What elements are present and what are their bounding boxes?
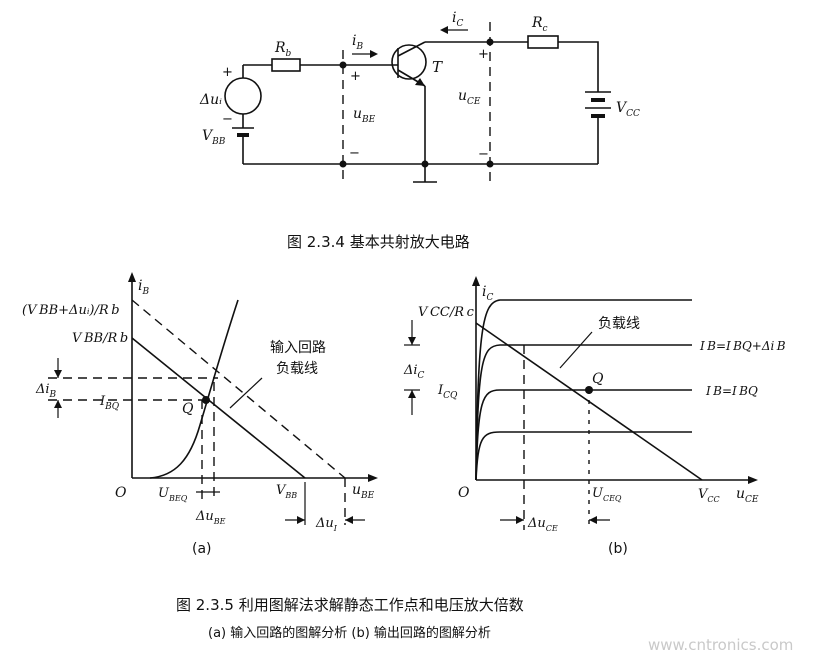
label-delta-ui: Δuᵢ: [199, 92, 222, 108]
signal-source-delta-ui: [224, 77, 262, 115]
graph-b-icq-label: ICQ: [437, 383, 458, 401]
graph-a-origin: O: [115, 485, 127, 501]
graph-b-curve-4: [475, 431, 692, 481]
figure-235-subcaption: (a) 输入回路的图解分析 (b) 输出回路的图解分析: [208, 625, 491, 641]
figure-234-caption: 图 2.3.4 基本共射放大电路: [287, 233, 470, 251]
graph-a-y-label: iB: [138, 278, 149, 297]
graph-a-label-top: (V BB+Δuᵢ)/R b: [22, 303, 120, 318]
graph-a-vbb-label: VBB: [276, 483, 297, 500]
graph-b-delta-ic-label: ΔiC: [403, 363, 425, 381]
graph-a-ibq-label: IBQ: [99, 394, 120, 412]
graph-b-output-loop: iC uCE O V CC/R c ΔiC ICQ Q 负载线 I B=I BQ…: [403, 276, 786, 557]
graph-a-delta-ib-arrow-icon-bottom: [54, 400, 62, 408]
graph-b-q-label: Q: [592, 371, 604, 387]
label-vcc: VCC: [616, 100, 640, 119]
graph-a-delta-ui-arrow-icon-left: [297, 516, 305, 524]
graph-b-y-arrow-icon: [472, 276, 480, 286]
graph-a-label-mid: V BB/R b: [72, 331, 128, 346]
label-ic: iC: [452, 10, 463, 29]
graph-a-input-loop: iB uBE O (V BB+Δuᵢ)/R b V BB/R b ΔiB IBQ…: [22, 272, 378, 557]
circuit-diagram: Δuᵢ + − VBB Rb iB + − uBE T iC Rc uCE + …: [199, 10, 640, 185]
graph-b-load-line-leader: [559, 331, 593, 369]
graph-b-ib-top-label: I B=I BQ+Δi B: [699, 339, 786, 353]
graph-a-annotation-line1: 输入回路: [270, 340, 326, 356]
graph-a-annotation-line2: 负载线: [276, 361, 318, 377]
graph-a-input-characteristic: [149, 299, 239, 479]
label-ube-plus: +: [350, 69, 361, 84]
graph-a-shifted-load-line: [131, 299, 346, 479]
label-transistor: T: [432, 58, 443, 76]
graph-a-delta-ui-arrow-icon-right: [345, 516, 353, 524]
graph-a-delta-ib-label: ΔiB: [35, 382, 57, 400]
graph-b-x-arrow-icon: [748, 476, 758, 484]
emitter-arrow-icon: [415, 78, 425, 86]
label-uce-minus: −: [478, 147, 489, 162]
graph-a-x-label: uBE: [352, 482, 375, 501]
graph-a-q-label: Q: [182, 401, 194, 417]
label-source-minus: −: [222, 112, 233, 127]
transistor-collector-lead: [397, 41, 426, 57]
graph-b-uceq-label: UCEQ: [592, 486, 622, 503]
label-ube: uBE: [353, 106, 376, 125]
wire-rc-to-vcc: [558, 41, 599, 92]
graph-b-panel-label: (b): [608, 541, 628, 557]
resistor-rb: [271, 58, 301, 72]
graph-b-delta-ic-arrow-icon-bottom: [408, 390, 416, 398]
label-uce: uCE: [458, 88, 481, 107]
graph-b-curve-3: [475, 389, 692, 481]
graph-b-load-line-label: 负载线: [598, 316, 640, 332]
graph-a-ubeq-label: UBEQ: [158, 486, 188, 503]
graph-b-delta-uce-label: ΔuCE: [527, 516, 558, 533]
graph-a-y-arrow-icon: [128, 272, 136, 282]
ib-arrow-icon: [370, 50, 378, 58]
graph-b-ib-mid-label: I B=I BQ: [705, 384, 758, 398]
graph-a-load-line: [131, 337, 306, 479]
graph-b-delta-uce-arrow-icon-right: [589, 516, 597, 524]
label-rc: Rc: [531, 15, 548, 34]
graph-a-q-point: [202, 396, 210, 404]
graph-b-vcc-label: VCC: [698, 487, 720, 504]
graph-b-y-label: iC: [482, 284, 493, 303]
graph-b-q-point: [585, 386, 593, 394]
graph-a-delta-ib-arrow-icon-top: [54, 370, 62, 378]
transistor-t: [391, 44, 427, 80]
figure-235-caption: 图 2.3.5 利用图解法求解静态工作点和电压放大倍数: [176, 596, 524, 614]
graph-a-delta-ube-label: ΔuBE: [195, 509, 226, 526]
label-ib: iB: [352, 33, 363, 52]
resistor-rc: [527, 35, 559, 49]
graph-b-vcc-rc-label: V CC/R c: [418, 305, 475, 320]
graph-b-delta-ic-arrow-icon-top: [408, 337, 416, 345]
graph-b-x-label: uCE: [736, 486, 759, 505]
graph-b-delta-uce-arrow-icon-left: [516, 516, 524, 524]
label-vbb: VBB: [202, 128, 226, 147]
graph-a-panel-label: (a): [192, 541, 212, 557]
graph-b-curve-2: [475, 344, 692, 481]
watermark-text: www.cntronics.com: [648, 636, 793, 654]
graph-b-origin: O: [458, 485, 470, 501]
label-rb: Rb: [274, 40, 292, 59]
label-source-plus: +: [222, 65, 233, 80]
graph-a-x-arrow-icon: [368, 474, 378, 482]
graph-a-annotation-leader: [229, 377, 263, 409]
graph-a-delta-ui-label: ΔuI: [315, 516, 338, 533]
ic-arrow-icon: [440, 26, 448, 34]
label-ube-minus: −: [349, 146, 360, 161]
label-uce-plus: +: [478, 47, 489, 62]
